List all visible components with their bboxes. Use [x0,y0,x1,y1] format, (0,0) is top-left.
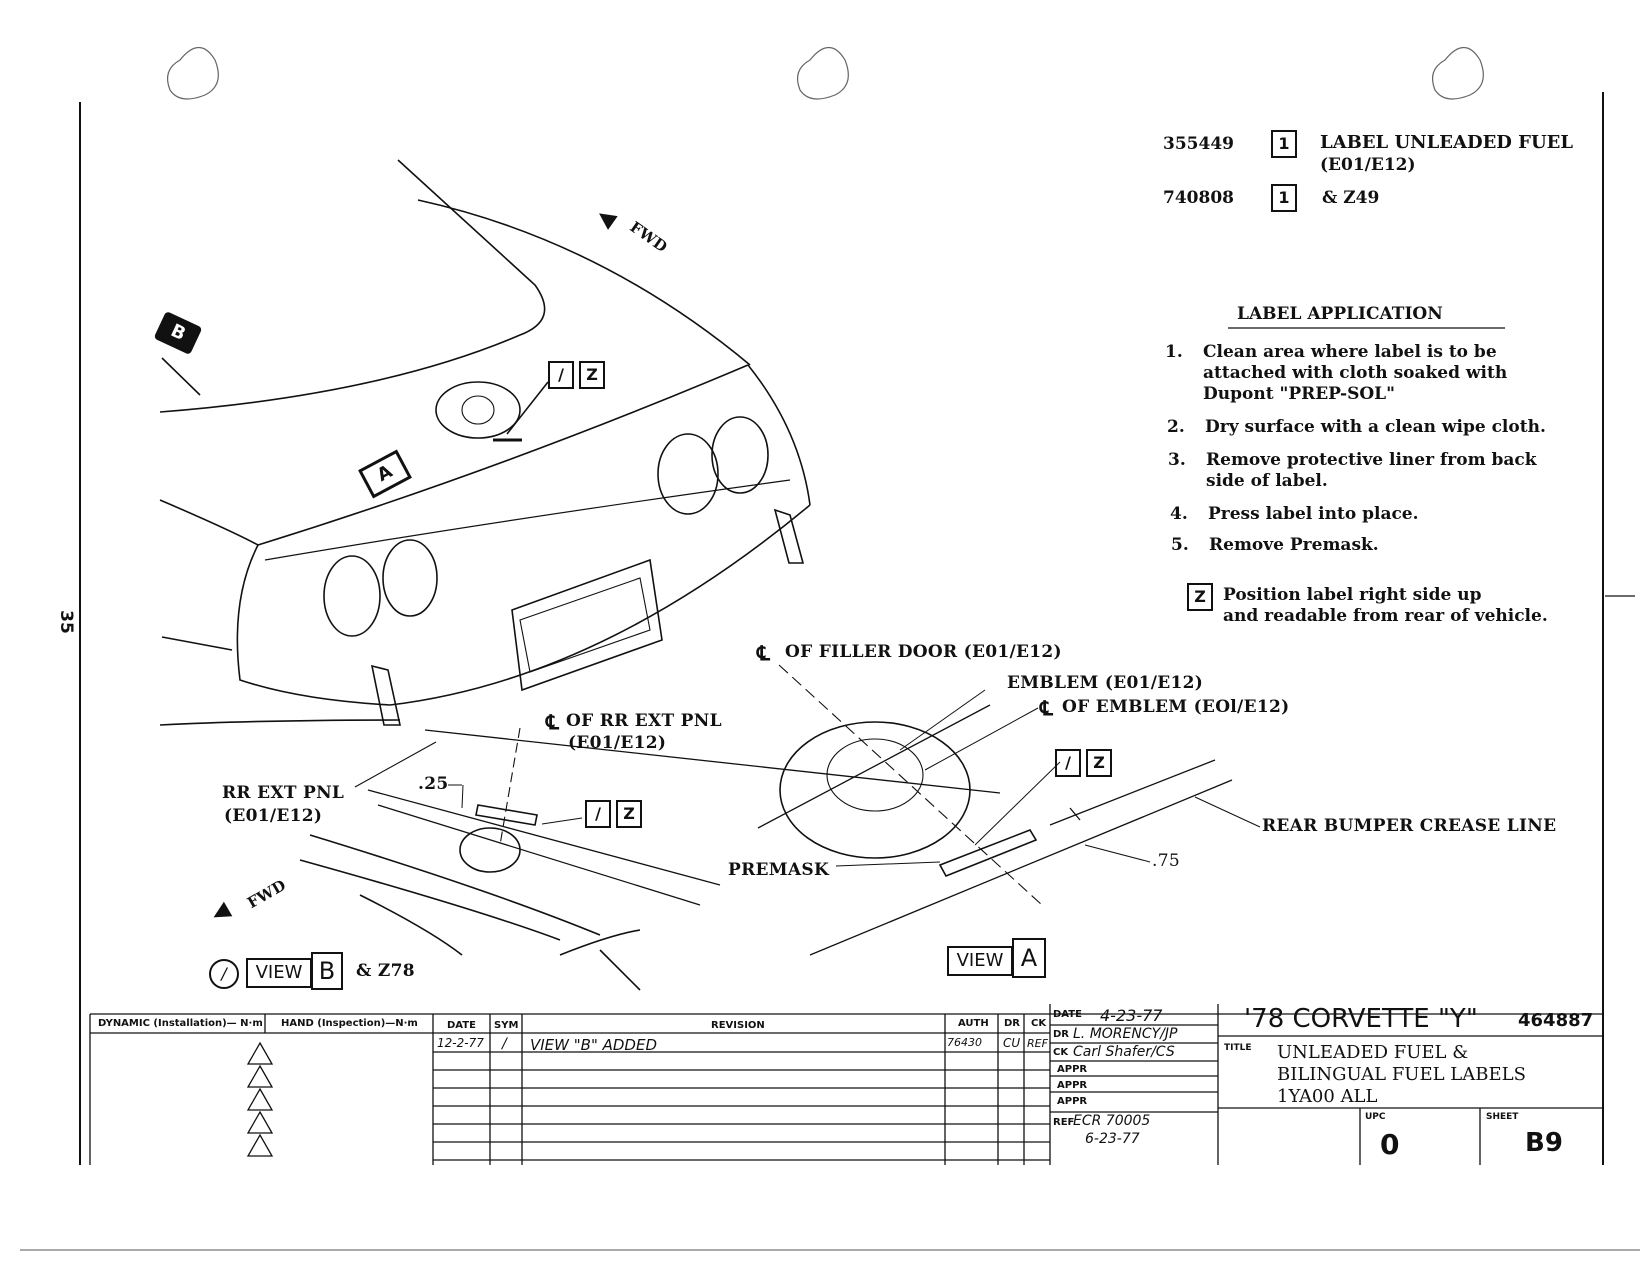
binder-holes [167,46,1484,100]
col-auth-header: AUTH [958,1018,989,1029]
z-box-emblem: Z [579,361,605,389]
cl-filler-door-label: OF FILLER DOOR (E01/E12) [785,642,1062,662]
step-3-line-2: side of label. [1206,471,1328,491]
rr-ext-pnl-label-2: (E01/E12) [224,806,323,826]
rear-bumper-crease-label: REAR BUMPER CREASE LINE [1262,816,1557,836]
date-value: 4-23-77 [1100,1006,1163,1025]
page-number: 35 [55,610,76,634]
col-dr-header: DR [1004,1018,1021,1029]
title-block-grid [89,1004,1603,1165]
cl-symbol-filler: ℄ [757,641,771,665]
drawing-number: 464887 [1518,1010,1594,1031]
view-a-word: VIEW [947,946,1013,976]
note-box-2: 1 [1271,184,1297,212]
ck-value: Carl Shafer/CS [1073,1044,1175,1060]
ref-value-2: 6-23-77 [1085,1131,1140,1147]
ref-label: REF [1053,1117,1075,1128]
z-note-line-1: Position label right side up [1223,585,1482,605]
cl-emblem-label: OF EMBLEM (EOl/E12) [1062,697,1290,717]
step-1-line-3: Dupont "PREP-SOL" [1203,384,1395,404]
title-line-1: UNLEADED FUEL & [1277,1042,1469,1063]
step-1-line-1: Clean area where label is to be [1203,342,1497,362]
rev-date: 12-2-77 [437,1036,484,1050]
part-description-2: & Z49 [1322,188,1380,208]
title-line-3: 1YA00 ALL [1277,1086,1378,1107]
rr-ext-pnl-label-1: RR EXT PNL [222,783,345,803]
rev-ck: REF [1027,1037,1048,1050]
dynamic-torque-header: DYNAMIC (Installation)— N·m [98,1018,263,1029]
dimension-75: .75 [1152,851,1180,871]
date-label: DATE [1053,1009,1082,1020]
step-4-line-1: Press label into place. [1208,504,1419,524]
step-3-number: 3. [1168,450,1186,470]
upc-label: UPC [1365,1112,1386,1122]
view-a-letter: A [1012,938,1046,978]
upc-value: 0 [1380,1128,1400,1161]
ref-value-1: ECR 70005 [1073,1113,1151,1129]
view-b-circle: / [209,959,239,989]
col-sym-header: SYM [494,1020,519,1031]
rev-sym: / [502,1036,507,1052]
ck-label: CK [1053,1047,1069,1058]
part-number-1: 355449 [1163,134,1234,154]
model-name: '78 CORVETTE "Y" [1244,1004,1478,1034]
dimension-25: .25 [418,774,449,794]
view-b-word: VIEW [246,958,312,988]
title-line-2: BILINGUAL FUEL LABELS [1277,1064,1526,1085]
appr-label-1: APPR [1057,1064,1088,1075]
z-note-line-2: and readable from rear of vehicle. [1223,606,1548,626]
cl-symbol-emblem: ℄ [1040,696,1054,720]
step-2-number: 2. [1167,417,1185,437]
slash-box-view-b: / [585,800,611,828]
col-ck-header: CK [1031,1018,1047,1029]
part-number-2: 740808 [1163,188,1234,208]
rev-dr: CU [1003,1036,1021,1050]
step-3-line-1: Remove protective liner from back [1206,450,1537,470]
title-label: TITLE [1224,1043,1252,1053]
revision-triangles [246,1041,274,1157]
step-1-line-2: attached with cloth soaked with [1203,363,1508,383]
part-description-1: LABEL UNLEADED FUEL [1320,132,1574,153]
cl-rr-ext-pnl-label-1: OF RR EXT PNL [566,711,722,731]
dr-label: DR [1053,1029,1070,1040]
col-date-header: DATE [447,1020,476,1031]
note-box-1: 1 [1271,130,1297,158]
cl-rr-ext-pnl-label-2: (E01/E12) [568,733,667,753]
slash-box-view-a: / [1055,749,1081,777]
part-description-1b: (E01/E12) [1320,155,1416,175]
step-5-number: 5. [1171,535,1189,555]
premask-label: PREMASK [728,860,830,880]
step-5-line-1: Remove Premask. [1209,535,1379,555]
rev-text: VIEW "B" ADDED [530,1036,658,1054]
dr-value: L. MORENCY/JP [1073,1026,1178,1042]
hand-torque-header: HAND (Inspection)—N·m [281,1018,418,1029]
sheet-value: B9 [1525,1128,1563,1158]
appr-label-2: APPR [1057,1080,1088,1091]
z-box-view-b: Z [616,800,642,828]
slash-box-emblem: / [548,361,574,389]
view-b-suffix: & Z78 [356,961,415,981]
col-revision-header: REVISION [711,1020,765,1031]
view-b-letter: B [311,952,343,990]
step-4-number: 4. [1170,504,1188,524]
cl-symbol-rr-ext: ℄ [546,710,560,734]
sheet-label: SHEET [1486,1112,1519,1122]
step-2-line-1: Dry surface with a clean wipe cloth. [1205,417,1546,437]
rev-auth: 76430 [947,1036,982,1049]
appr-label-3: APPR [1057,1096,1088,1107]
z-note-box: Z [1187,583,1213,611]
z-box-view-a: Z [1086,749,1112,777]
application-heading: LABEL APPLICATION [1237,304,1443,324]
emblem-label: EMBLEM (E01/E12) [1007,673,1204,693]
step-1-number: 1. [1165,342,1183,362]
